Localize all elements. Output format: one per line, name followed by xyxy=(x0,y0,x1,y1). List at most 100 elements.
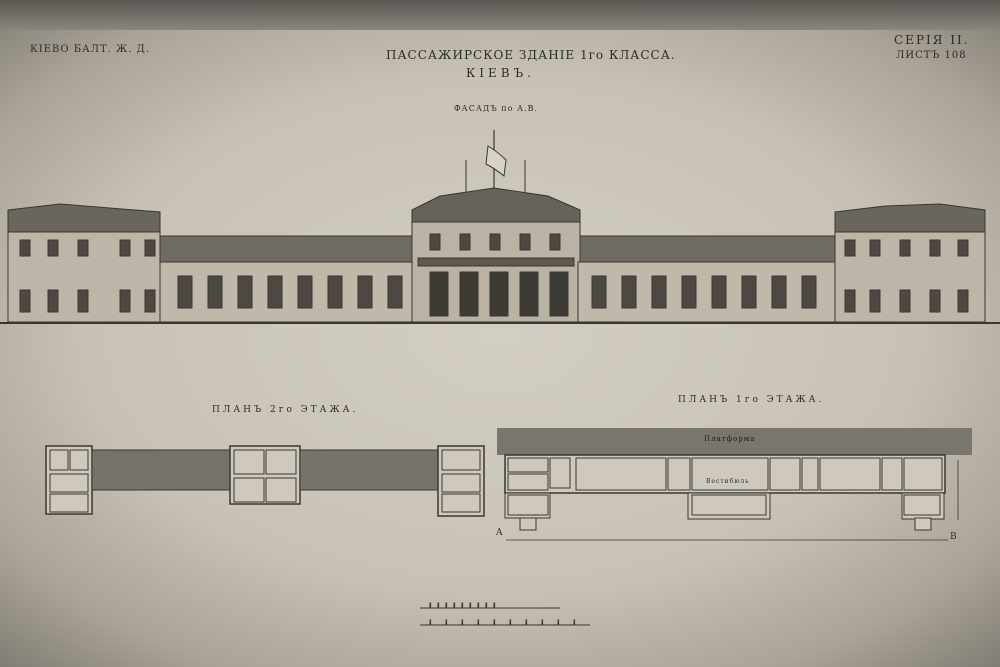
window xyxy=(119,289,131,313)
window xyxy=(957,289,969,313)
scale-tick xyxy=(541,619,544,626)
window xyxy=(711,275,727,309)
second-floor-plan xyxy=(45,445,485,517)
room xyxy=(265,449,297,475)
door xyxy=(519,271,539,317)
scale-tick xyxy=(429,602,432,609)
room xyxy=(441,473,481,493)
window xyxy=(899,289,911,313)
central-roof xyxy=(411,187,581,226)
window xyxy=(844,289,856,313)
window xyxy=(19,239,31,257)
window xyxy=(869,289,881,313)
window xyxy=(681,275,697,309)
scale-tick xyxy=(493,619,496,626)
window xyxy=(267,275,283,309)
room xyxy=(903,494,941,516)
scale-bars xyxy=(420,602,590,626)
room xyxy=(691,494,767,516)
window xyxy=(741,275,757,309)
room xyxy=(801,457,819,491)
window xyxy=(869,239,881,257)
door xyxy=(489,271,509,317)
scale-tick xyxy=(469,602,472,609)
scale-tick xyxy=(461,602,464,609)
room xyxy=(667,457,691,491)
scale-tick xyxy=(525,619,528,626)
window xyxy=(929,239,941,257)
room xyxy=(69,449,89,471)
portico-canopy xyxy=(417,257,575,267)
window xyxy=(207,275,223,309)
window xyxy=(519,233,531,251)
room xyxy=(819,457,881,491)
point-b-label: B xyxy=(950,532,958,542)
window xyxy=(429,233,441,251)
window xyxy=(177,275,193,309)
window xyxy=(899,239,911,257)
railway-label: КІЕВО БАЛТ. Ж. Д. xyxy=(30,44,150,55)
door xyxy=(459,271,479,317)
window xyxy=(387,275,403,309)
first-floor-plan xyxy=(497,428,972,541)
room xyxy=(769,457,801,491)
sheet-number: ЛИСТЪ 108 xyxy=(896,50,967,61)
sheet-title: ПАССАЖИРСКОЕ ЗДАНІЕ 1го КЛАССА. xyxy=(386,48,676,62)
door xyxy=(549,271,569,317)
window xyxy=(77,289,89,313)
scale-tick xyxy=(445,619,448,626)
room xyxy=(507,473,549,491)
window xyxy=(771,275,787,309)
window xyxy=(929,289,941,313)
facade-caption: ФАСАДЪ по А.В. xyxy=(454,104,538,113)
room xyxy=(265,477,297,503)
scale-tick xyxy=(437,602,440,609)
scale-tick xyxy=(573,619,576,626)
window xyxy=(144,289,156,313)
flag-icon xyxy=(485,145,507,177)
window xyxy=(119,239,131,257)
right-gallery-roof xyxy=(577,235,836,263)
window xyxy=(621,275,637,309)
window xyxy=(77,239,89,257)
left-gallery xyxy=(159,261,416,323)
window xyxy=(47,289,59,313)
window xyxy=(844,239,856,257)
room xyxy=(549,457,571,489)
point-a-label: A xyxy=(496,528,504,538)
room xyxy=(575,457,667,491)
right-wing-roof xyxy=(834,203,986,236)
scale-tick xyxy=(453,602,456,609)
window xyxy=(801,275,817,309)
window xyxy=(489,233,501,251)
window xyxy=(591,275,607,309)
right-gallery xyxy=(577,261,836,323)
door xyxy=(429,271,449,317)
room xyxy=(49,449,69,471)
window xyxy=(297,275,313,309)
series-label: СЕРІЯ II. xyxy=(894,33,970,47)
scan-border xyxy=(0,0,1000,30)
window xyxy=(47,239,59,257)
room xyxy=(903,457,943,491)
facade-elevation xyxy=(0,130,1000,324)
room xyxy=(881,457,903,491)
window xyxy=(459,233,471,251)
room xyxy=(233,449,265,475)
platform xyxy=(497,428,972,455)
room xyxy=(691,457,769,491)
window xyxy=(327,275,343,309)
room xyxy=(441,449,481,471)
window xyxy=(549,233,561,251)
window xyxy=(357,275,373,309)
window xyxy=(19,289,31,313)
scale-tick xyxy=(493,602,496,609)
window xyxy=(144,239,156,257)
scale-tick xyxy=(477,602,480,609)
plan1-caption: ПЛАНЪ 1го ЭТАЖА. xyxy=(678,395,825,405)
scale-tick xyxy=(557,619,560,626)
scale-tick xyxy=(477,619,480,626)
plan2-caption: ПЛАНЪ 2го ЭТАЖА. xyxy=(212,405,359,415)
